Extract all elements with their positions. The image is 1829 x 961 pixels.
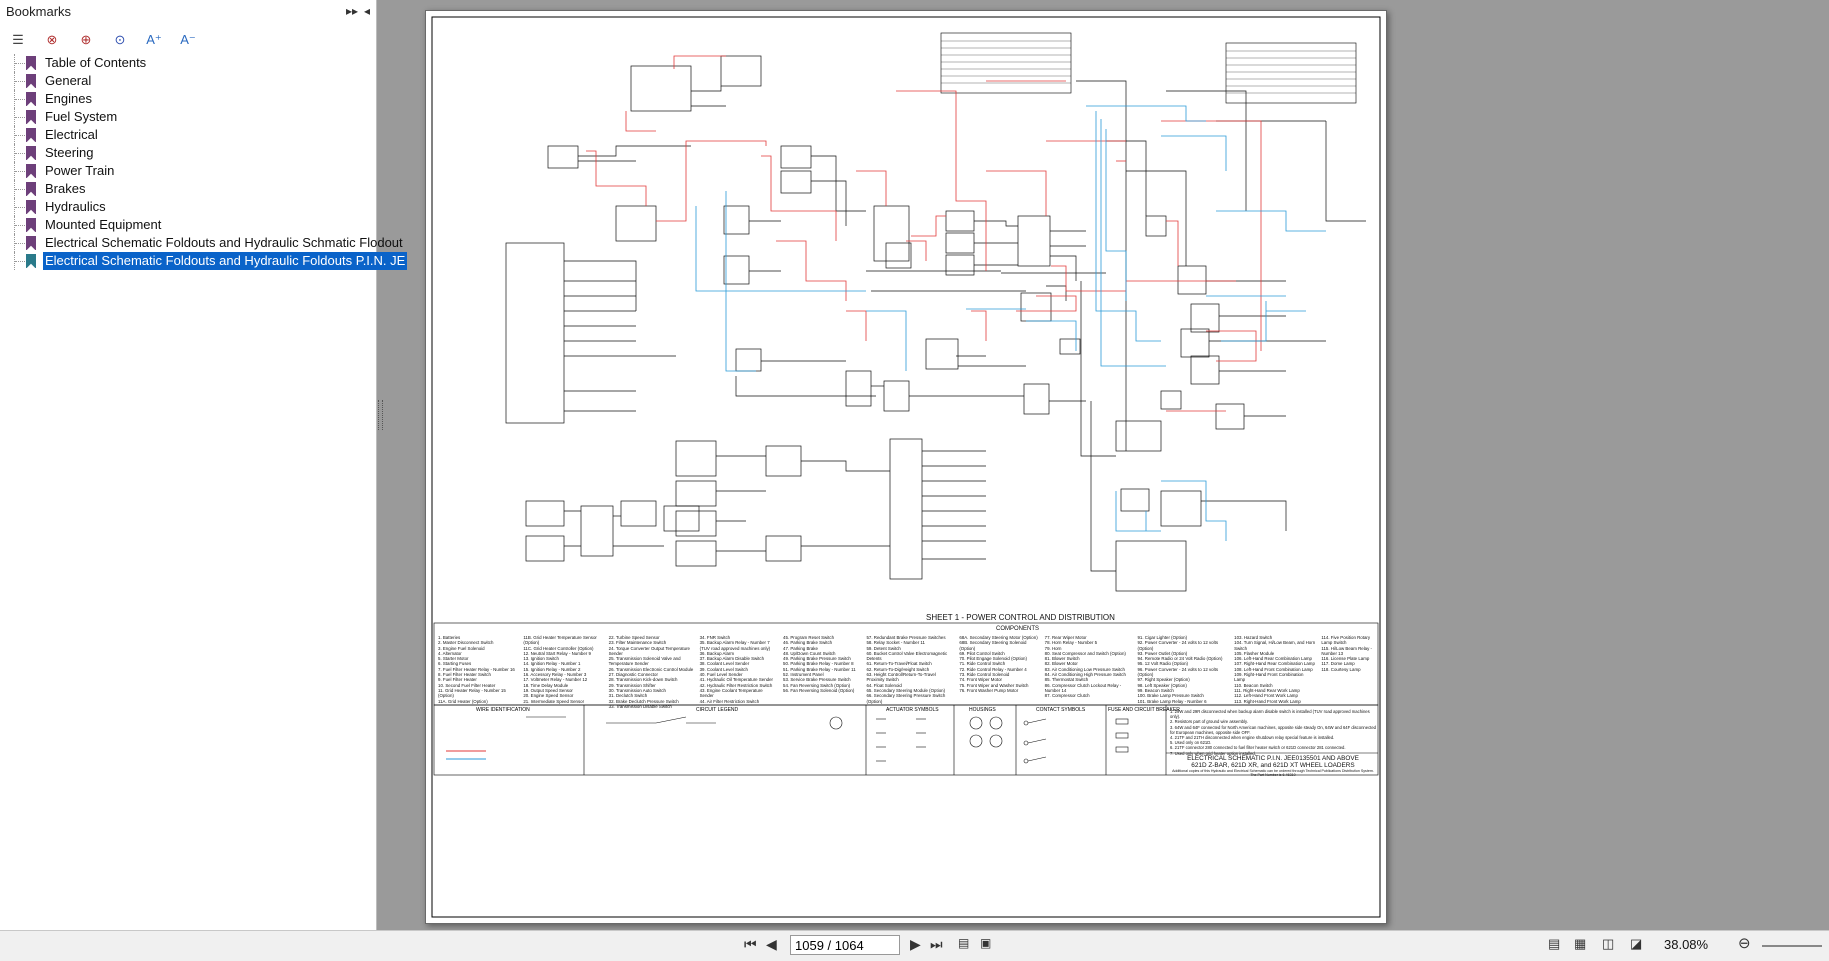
add-bookmark-icon[interactable]: ⊕: [80, 32, 92, 47]
bookmark-toolbar: ☰ ⊗ ⊕ ⊙ A⁺ A⁻: [8, 28, 198, 52]
wiring-red: [586, 55, 1262, 412]
bookmark-flag-icon: [26, 56, 36, 70]
pin-panel-icon[interactable]: ◂: [364, 4, 371, 18]
next-view-icon[interactable]: ▣: [980, 936, 992, 950]
zoom-slider[interactable]: [1762, 945, 1822, 947]
bookmark-tree: Table of Contents General Engines Fuel S…: [0, 54, 408, 270]
expand-bookmark-icon[interactable]: ⊙: [114, 32, 126, 47]
components-col: 11B. Grid Heater Temperature Sensor (Opt…: [523, 635, 597, 704]
bookmark-flag-icon: [26, 218, 36, 232]
schematic-drawing: [431, 16, 1381, 918]
wiring-blue: [695, 105, 1326, 541]
single-page-view-icon[interactable]: ▤: [1548, 936, 1561, 951]
bookmark-item[interactable]: Table of Contents: [0, 54, 376, 72]
legend-heading-actuator: ACTUATOR SYMBOLS: [886, 707, 939, 713]
bookmark-flag-icon: [26, 236, 36, 250]
fuse-table: [940, 32, 1357, 104]
bookmark-item-selected[interactable]: Electrical Schematic Foldouts and Hydrau…: [0, 252, 408, 270]
legend-heading-housings: HOUSINGS: [969, 707, 996, 713]
two-page-continuous-icon[interactable]: ◪: [1630, 936, 1643, 951]
two-page-view-icon[interactable]: ◫: [1602, 936, 1615, 951]
bookmark-flag-icon: [26, 74, 36, 88]
fuse-table-rows: [941, 40, 1356, 94]
bookmark-item[interactable]: Brakes: [0, 180, 376, 198]
drawing-title: ELECTRICAL SCHEMATIC P.I.N. JEE0135501 A…: [1172, 755, 1374, 778]
legend-heading-circuit: CIRCUIT LEGEND: [696, 707, 739, 713]
last-page-button[interactable]: ⏭: [930, 936, 943, 952]
bookmark-item[interactable]: Steering: [0, 144, 376, 162]
first-page-button[interactable]: ⏮: [744, 936, 757, 952]
drawing-border: [431, 16, 1381, 918]
components-col: 91. Cigar Lighter (Option)92. Power Conv…: [1137, 635, 1223, 704]
legend-frame: [433, 622, 1379, 776]
zoom-level[interactable]: 38.08%: [1664, 937, 1709, 952]
zoom-out-button[interactable]: ⊖: [1738, 935, 1751, 952]
components-heading: COMPONENTS: [996, 626, 1040, 632]
legend-heading-fuse: FUSE AND CIRCUIT BREAKER: [1108, 707, 1180, 713]
bookmark-item[interactable]: Engines: [0, 90, 376, 108]
legend-heading-contact: CONTACT SYMBOLS: [1036, 707, 1086, 713]
bookmarks-title: Bookmarks: [6, 4, 72, 19]
bookmark-item[interactable]: General: [0, 72, 376, 90]
bookmark-flag-icon: [26, 110, 36, 124]
page-navigation-bar: ⏮ ◀ 1059 / 1064 ▶ ⏭ ▤ ▣ ▤ ▦ ◫ ◪ 38.08% ⊖: [0, 930, 1829, 961]
bookmark-flag-icon: [26, 182, 36, 196]
legend-symbols: [526, 716, 1129, 764]
components-col: 68A. Secondary Steering Motor (Option)68…: [959, 635, 1038, 693]
legend-heading-wire: WIRE IDENTIFICATION: [476, 707, 530, 713]
bookmark-flag-icon: [26, 92, 36, 106]
collapse-panel-icon[interactable]: ▸▸: [346, 4, 359, 18]
panel-splitter[interactable]: [378, 400, 383, 430]
font-decrease-icon[interactable]: A⁻: [180, 32, 196, 47]
bookmark-item[interactable]: Power Train: [0, 162, 376, 180]
bookmark-item[interactable]: Fuel System: [0, 108, 376, 126]
bookmark-flag-icon: [26, 146, 36, 160]
bookmark-options-icon[interactable]: ☰: [12, 32, 24, 47]
sheet-title: SHEET 1 - POWER CONTROL AND DISTRIBUTION: [926, 613, 1115, 622]
bookmark-item[interactable]: Electrical: [0, 126, 376, 144]
prev-view-icon[interactable]: ▤: [958, 936, 970, 950]
bookmark-flag-icon: [26, 254, 36, 268]
bookmark-item[interactable]: Mounted Equipment: [0, 216, 376, 234]
next-page-button[interactable]: ▶: [910, 936, 921, 952]
bookmark-flag-icon: [26, 164, 36, 178]
bookmark-flag-icon: [26, 128, 36, 142]
prev-page-button[interactable]: ◀: [766, 936, 777, 952]
bookmark-flag-icon: [26, 200, 36, 214]
bookmark-item[interactable]: Hydraulics: [0, 198, 376, 216]
continuous-view-icon[interactable]: ▦: [1574, 936, 1587, 951]
font-increase-icon[interactable]: A⁺: [146, 32, 162, 47]
bookmarks-panel: Bookmarks ▸▸ ◂ ☰ ⊗ ⊕ ⊙ A⁺ A⁻ Table of Co…: [0, 0, 408, 960]
delete-bookmark-icon[interactable]: ⊗: [46, 32, 58, 47]
bookmark-item[interactable]: Electrical Schematic Foldouts and Hydrau…: [0, 234, 403, 252]
page-number-input[interactable]: 1059 / 1064: [790, 935, 900, 955]
notes-block: 1. 29W and 29R disconnected when backup …: [1170, 709, 1377, 756]
pdf-page: SHEET 1 - POWER CONTROL AND DISTRIBUTION…: [425, 10, 1387, 924]
wiring-black: [505, 55, 1366, 592]
